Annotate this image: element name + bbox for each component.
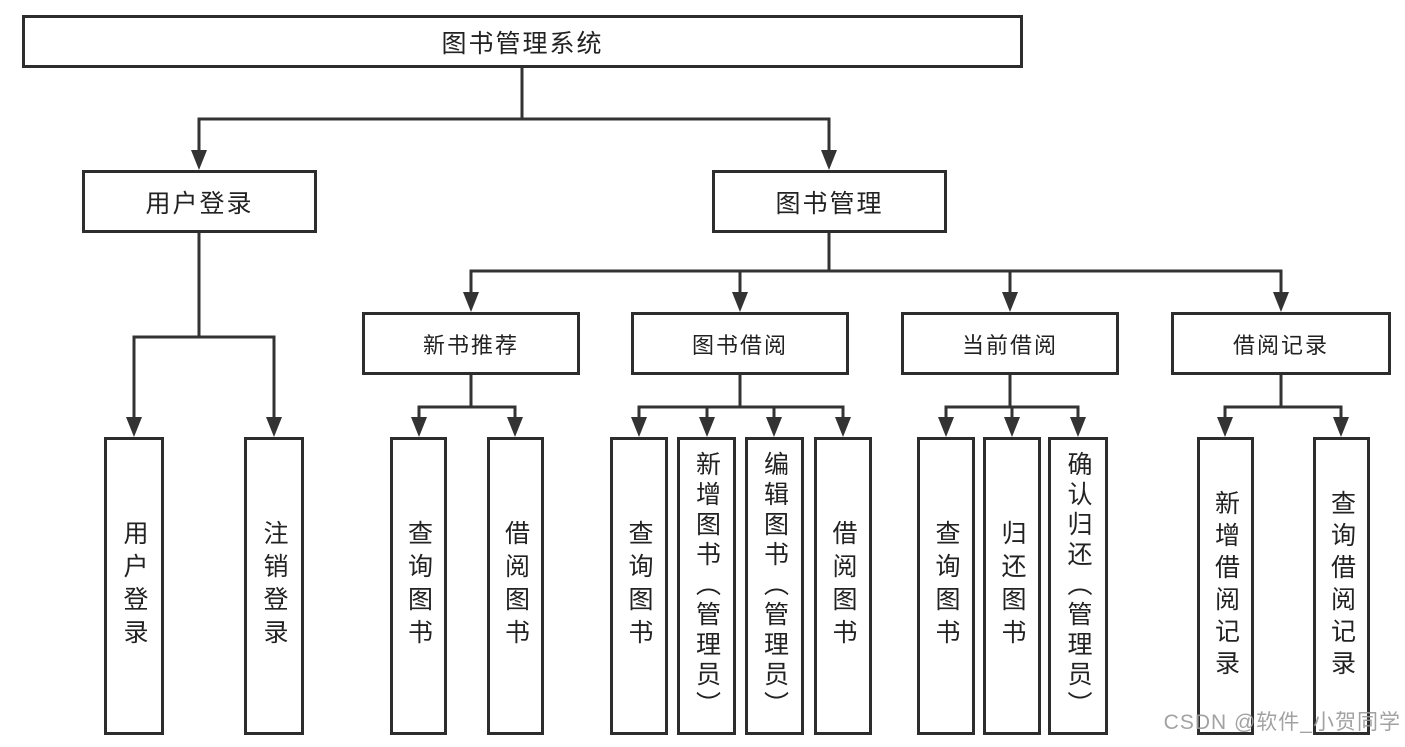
leaf-borrowing-edit-books-admin: 编辑图书（管理员） (745, 437, 804, 735)
node-book-borrowing: 图书借阅 (631, 312, 849, 375)
node-root-label: 图书管理系统 (441, 29, 604, 58)
leaf-current-confirm-return-admin-label: 确认归还（管理员） (1064, 451, 1092, 721)
node-borrowing-records: 借阅记录 (1171, 312, 1391, 375)
leaf-current-confirm-return-admin: 确认归还（管理员） (1048, 437, 1108, 735)
leaf-records-query-record: 查询借阅记录 (1313, 437, 1370, 735)
node-new-book-recommend: 新书推荐 (362, 312, 580, 375)
leaf-user-login-label: 用户登录 (120, 520, 148, 652)
leaf-newbook-borrow-books: 借阅图书 (487, 437, 544, 735)
leaf-borrowing-add-books-admin-label: 新增图书（管理员） (692, 451, 721, 721)
leaf-logout-label: 注销登录 (260, 520, 288, 652)
node-root: 图书管理系统 (22, 15, 1023, 68)
node-borrowing-records-label: 借阅记录 (1232, 332, 1329, 358)
node-current-borrowing-label: 当前借阅 (961, 332, 1058, 358)
leaf-current-query-books: 查询图书 (917, 437, 975, 735)
node-user-login-label: 用户登录 (145, 189, 254, 218)
leaf-borrowing-add-books-admin: 新增图书（管理员） (677, 437, 736, 735)
leaf-borrowing-query-books-label: 查询图书 (625, 520, 653, 652)
node-new-book-recommend-label: 新书推荐 (422, 332, 519, 358)
leaf-newbook-query-books: 查询图书 (390, 437, 447, 735)
leaf-borrowing-query-books: 查询图书 (610, 437, 668, 735)
node-user-login: 用户登录 (82, 170, 317, 233)
leaf-newbook-borrow-books-label: 借阅图书 (501, 520, 530, 652)
node-current-borrowing: 当前借阅 (901, 312, 1119, 375)
csdn-watermark: CSDN @软件_小贺同学 (1163, 711, 1401, 734)
node-book-borrowing-label: 图书借阅 (691, 332, 788, 358)
leaf-records-query-record-label: 查询借阅记录 (1327, 490, 1356, 682)
leaf-borrowing-borrow-books-label: 借阅图书 (829, 520, 857, 652)
leaf-current-query-books-label: 查询图书 (932, 520, 960, 652)
node-book-management-label: 图书管理 (775, 189, 884, 218)
leaf-logout: 注销登录 (244, 437, 304, 735)
leaf-borrowing-borrow-books: 借阅图书 (814, 437, 872, 735)
leaf-borrowing-edit-books-admin-label: 编辑图书（管理员） (760, 451, 789, 721)
leaf-current-return-books-label: 归还图书 (998, 520, 1026, 652)
leaf-newbook-query-books-label: 查询图书 (404, 520, 433, 652)
node-book-management: 图书管理 (712, 170, 947, 233)
leaf-current-return-books: 归还图书 (983, 437, 1041, 735)
leaf-records-add-record-label: 新增借阅记录 (1211, 490, 1240, 682)
leaf-user-login: 用户登录 (104, 437, 164, 735)
leaf-records-add-record: 新增借阅记录 (1197, 437, 1254, 735)
